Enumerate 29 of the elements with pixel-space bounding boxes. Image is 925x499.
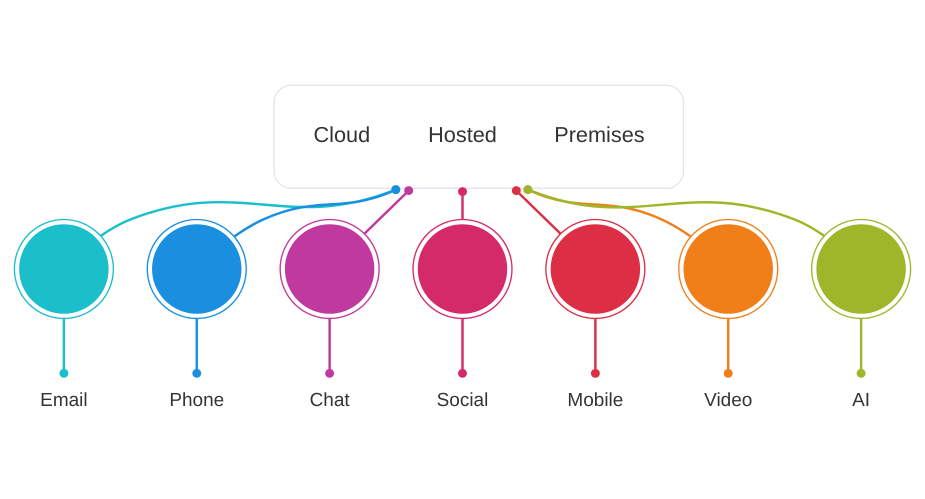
connector [59, 318, 68, 378]
node-text: Video [704, 390, 752, 411]
connector [856, 318, 866, 378]
connector [192, 318, 202, 378]
node-circle [279, 218, 380, 319]
node-text: Phone [169, 390, 224, 411]
node-text: Social [436, 390, 488, 411]
node-text: AI [852, 390, 870, 411]
connector [458, 318, 467, 378]
node-text: Email [40, 390, 88, 411]
node-circle [810, 218, 912, 319]
connector [590, 318, 600, 378]
node-circle [412, 218, 513, 319]
node-circle [14, 218, 114, 319]
connector [512, 186, 562, 234]
connector [523, 184, 825, 236]
node-text: Chat [310, 390, 350, 411]
node-circle [545, 218, 646, 319]
connector [325, 318, 334, 378]
node-text: Premises [554, 121, 645, 146]
node-circle [146, 218, 247, 319]
node-text: Hosted [428, 121, 497, 146]
node-text: Mobile [567, 390, 624, 411]
node-text: Cloud [313, 121, 370, 146]
node-circle [678, 218, 778, 319]
cluster [273, 84, 684, 188]
connector [523, 184, 692, 237]
connector [458, 186, 467, 219]
connector [724, 318, 733, 378]
